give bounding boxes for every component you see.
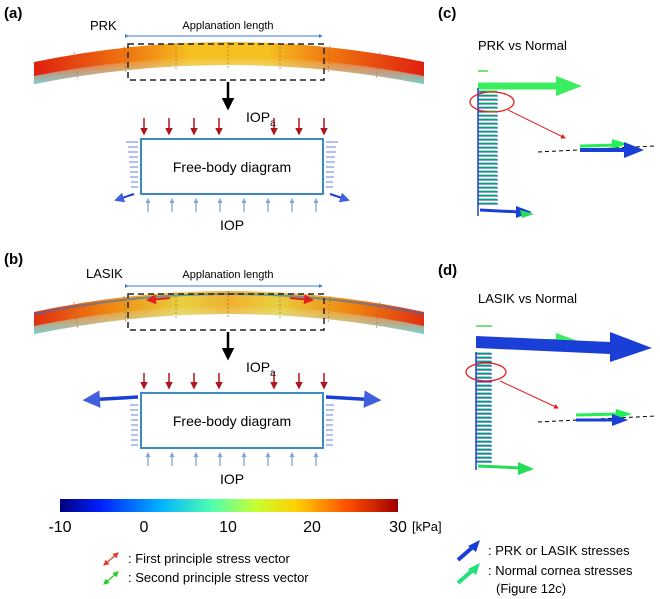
- colorbar: -10 0 10 20 30 [kPa]: [48, 499, 442, 536]
- panel-b-letter: (b): [4, 251, 23, 268]
- panel-b-iop-label: IOP: [220, 471, 244, 487]
- panel-b-applanation-label: Applanation length: [182, 269, 273, 281]
- panel-b: (b) LASIK Applanation length IOPa: [4, 251, 425, 487]
- colorbar-tick-0: -10: [48, 519, 71, 536]
- panel-a-iopa-arrows: [140, 118, 328, 136]
- legend-comparison: : PRK or LASIK stresses : Normal cornea …: [456, 540, 633, 596]
- panel-a-right-edge-vectors: [326, 141, 338, 188]
- panel-a-cornea-inner: [34, 57, 424, 84]
- panel-a-vector-field: [73, 42, 381, 81]
- panel-b-surgery-label: LASIK: [86, 266, 123, 281]
- panel-d-surgery-big-arrow: [476, 332, 652, 362]
- panel-a-iopa-label: IOPa: [246, 109, 276, 129]
- panel-c-bottom-blue-arrow: [479, 208, 521, 214]
- panel-a-iop-label: IOP: [220, 217, 244, 233]
- legend-principal: : First principle stress vector : Second…: [103, 551, 309, 585]
- panel-a-applanation-label: Applanation length: [182, 20, 273, 32]
- panel-b-left-big-arrow: [82, 390, 139, 408]
- panel-b-cornea-inner: [34, 306, 424, 334]
- panel-d-vector-stack: [476, 352, 492, 463]
- panel-a-fbd-label: Free-body diagram: [173, 159, 291, 175]
- legend-normal-stress: : Normal cornea stresses: [488, 563, 633, 578]
- panel-a-letter: (a): [4, 5, 22, 22]
- panel-d: (d) LASIK vs Normal: [438, 262, 657, 475]
- panel-c-zoom-ellipse: [469, 91, 515, 113]
- panel-a-surgery-label: PRK: [90, 18, 117, 33]
- panel-d-letter: (d): [438, 262, 457, 279]
- panel-c-letter: (c): [438, 5, 456, 22]
- panel-b-iopa-label: IOPa: [246, 359, 276, 379]
- panel-c: (c) PRK vs Normal: [438, 5, 655, 218]
- second-principal-legend-arrow-icon: [103, 571, 119, 585]
- legend-second-principal: : Second principle stress vector: [128, 570, 309, 585]
- panel-a-iop-arrows: [145, 197, 319, 212]
- panel-d-zoom-normal-arrow: [575, 412, 621, 417]
- panel-b-vector-field: [73, 291, 381, 331]
- panel-b-fbd-label: Free-body diagram: [173, 413, 291, 429]
- panel-b-iop-arrows: [145, 451, 319, 466]
- colorbar-tick-2: 10: [219, 519, 237, 536]
- panel-c-normal-top-arrowhead: [556, 76, 582, 96]
- colorbar-tick-4: 30: [389, 519, 407, 536]
- legend-first-principal: : First principle stress vector: [128, 551, 290, 566]
- colorbar-tick-3: 20: [303, 519, 321, 536]
- panel-b-principal-arrows: [146, 294, 314, 305]
- colorbar-gradient: [60, 499, 398, 512]
- panel-a-left-edge-vectors: [126, 141, 138, 188]
- panel-c-zoom-normal-arrow: [579, 143, 617, 148]
- colorbar-tick-1: 0: [140, 519, 149, 536]
- panel-d-bottom-green-arrow: [477, 464, 523, 470]
- panel-b-fbd-box: [140, 392, 324, 449]
- panel-d-title: LASIK vs Normal: [478, 291, 577, 306]
- panel-d-zoom-ellipse: [465, 362, 507, 382]
- panel-b-left-edge-vectors: [130, 404, 138, 446]
- panel-b-right-edge-vectors: [326, 404, 334, 446]
- panel-b-iopa-arrows: [140, 373, 328, 390]
- panel-c-vector-stack: [478, 90, 498, 205]
- panel-b-applanation-box: [127, 293, 325, 331]
- legend-surgery-stress: : PRK or LASIK stresses: [488, 543, 630, 558]
- panel-a-fbd-box: [140, 138, 324, 195]
- panel-b-right-big-arrow: [325, 390, 382, 408]
- panel-d-zoom-pointer: [499, 380, 559, 409]
- panel-c-zoom-pointer: [507, 109, 566, 139]
- panel-a-right-bottom-arrow: [329, 192, 350, 203]
- legend-normal-stress-ref: (Figure 12c): [496, 581, 566, 596]
- panel-c-title: PRK vs Normal: [478, 38, 567, 53]
- first-principal-legend-arrow-icon: [103, 552, 119, 566]
- panel-a: (a) PRK Applanation length IOPa Free-: [4, 5, 424, 233]
- panel-a-applanation-box: [127, 43, 325, 81]
- colorbar-unit: [kPa]: [412, 519, 442, 534]
- panel-a-left-bottom-arrow: [114, 192, 135, 203]
